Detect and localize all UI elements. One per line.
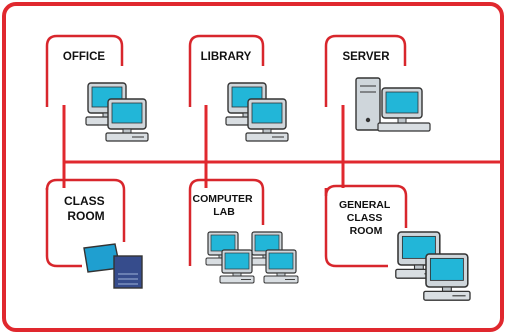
- node-classroom-label: CLASS ROOM: [64, 194, 108, 223]
- node-server-label: SERVER: [342, 51, 390, 63]
- network-backbone: [62, 105, 502, 188]
- node-computer-lab-border: [188, 178, 265, 266]
- desktop-pair-icon: [395, 231, 471, 301]
- node-library-border: [188, 34, 265, 107]
- desktop-pair-icon: [225, 82, 289, 142]
- node-general-classroom-border: [324, 188, 388, 268]
- node-server: SERVER: [324, 34, 431, 132]
- laptop-icon: [83, 243, 143, 289]
- server-tower-icon: [355, 77, 431, 132]
- node-office-border: [45, 34, 124, 107]
- node-general-classroom: GENERAL CLASS ROOM: [324, 184, 471, 301]
- node-classroom: CLASS ROOM: [45, 178, 143, 289]
- desktop-pair-icon: [85, 82, 149, 142]
- node-general-classroom-label: GENERAL CLASS ROOM: [339, 199, 393, 237]
- node-classroom-border: [45, 188, 82, 268]
- node-office-label: OFFICE: [63, 51, 105, 63]
- node-computer-lab: COMPUTER LAB: [188, 178, 299, 284]
- node-library-label: LIBRARY: [201, 51, 252, 63]
- outer-frame: [2, 2, 504, 332]
- node-office: OFFICE: [45, 34, 149, 142]
- node-library: LIBRARY: [188, 34, 289, 142]
- node-computer-lab-label: COMPUTER LAB: [192, 193, 255, 218]
- node-server-border: [324, 34, 407, 107]
- desktop-cluster-icon: [205, 231, 299, 284]
